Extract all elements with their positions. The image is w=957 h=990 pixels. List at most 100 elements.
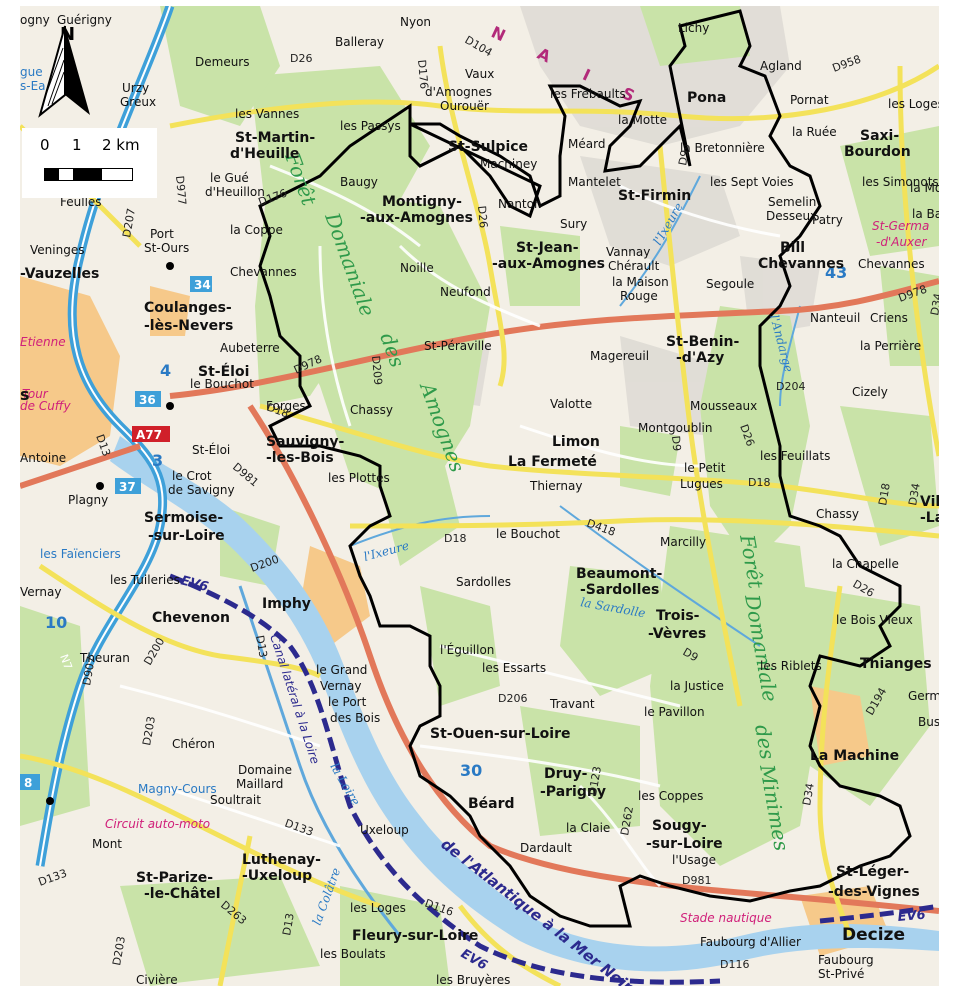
road-d116-b: D116 (720, 958, 749, 971)
place-lesfrebaults: les Frébaults (550, 87, 626, 101)
north-arrow-icon: N (30, 20, 100, 120)
road-d13-b: D13 (253, 634, 270, 658)
place-lesloges: les Loges (888, 97, 939, 111)
gue-label: gue (20, 65, 43, 79)
place-labretonniere: la Bretonnière (680, 141, 765, 155)
place-stfirmin: St-Firmin (618, 188, 691, 204)
place-mantelet: Mantelet (568, 175, 621, 189)
river-loire (110, 436, 939, 972)
place-luthenay-1: Luthenay- (242, 852, 321, 868)
place-lamotte: la Motte (618, 113, 667, 127)
cycle-route-ev6 (169, 573, 721, 985)
place-sermoise-1: Sermoise- (144, 510, 223, 526)
place-chassy: Chassy (350, 403, 393, 417)
place-montigny-2: -aux-Amognes (360, 210, 473, 226)
place-druy-1: Druy- (544, 766, 588, 782)
place-troisvevres-2: -Vèvres (648, 626, 706, 642)
place-ourouer: Ourouër (440, 99, 489, 113)
place-troisvevres-1: Trois- (656, 608, 700, 624)
place-cheron: Chéron (172, 737, 215, 751)
place-bussi: Bussi (918, 715, 939, 729)
place-mont: Mont (92, 837, 122, 851)
place-cizely: Cizely (852, 385, 888, 399)
place-veninges: Veninges (30, 243, 84, 257)
place-s-edge: s (20, 385, 30, 404)
place-dardault: Dardault (520, 841, 572, 855)
faienciers-label: les Faïenciers (40, 547, 121, 561)
place-laclaie: la Claie (566, 821, 610, 835)
scale-label-1: 1 (72, 136, 82, 154)
place-port: Port (150, 227, 174, 241)
place-laba: la Ba (912, 207, 939, 221)
exit-4-label: 4 (160, 361, 171, 380)
place-greux: Greux (120, 95, 156, 109)
place-saxi: Saxi- (860, 128, 899, 144)
place-lespassys: les Passys (340, 119, 401, 133)
place-legue-1: le Gué (210, 171, 249, 185)
place-domaine-2: Maillard (236, 777, 283, 791)
place-stparize-1: St-Parize- (136, 870, 213, 886)
place-luthenay-2: -Uxeloup (242, 868, 312, 884)
place-lusage: l'Usage (672, 853, 716, 867)
road-n7: N7 (57, 653, 74, 672)
place-stparize-2: -le-Châtel (144, 886, 221, 902)
place-faubourg-1: Faubourg (818, 953, 874, 967)
place-limon: Limon (552, 434, 600, 450)
place-lamachine: La Machine (810, 748, 899, 764)
place-lebouchot-c: le Bouchot (496, 527, 560, 541)
place-lesessarts: les Essarts (482, 661, 546, 675)
place-thiernay: Thiernay (529, 479, 582, 493)
ev6-label-1: EV6 (179, 573, 210, 595)
stgermain-label-1: St-Germa (872, 219, 929, 233)
exit-36-label: 36 (139, 393, 156, 407)
magnycours-label: Magny-Cours (138, 782, 217, 796)
place-magereuil: Magereuil (590, 349, 649, 363)
scale-bars (44, 168, 133, 181)
etienne-label: Etienne (20, 335, 66, 349)
place-theuran: Theuran (79, 651, 130, 665)
place-lesloges2: les Loges (350, 901, 406, 915)
place-feulles: Feulles (60, 195, 102, 209)
place-montgoublin: Montgoublin (638, 421, 712, 435)
study-area-boundary (258, 9, 912, 928)
road-d9-b: D9 (669, 435, 683, 452)
road-d207: D207 (120, 207, 138, 238)
place-legrand-1: le Grand (316, 663, 367, 677)
place-ogny: ogny (20, 13, 50, 27)
road-d123: D123 (586, 765, 604, 796)
circuit-label: Circuit auto-moto (105, 817, 210, 831)
place-travant: Travant (549, 697, 595, 711)
place-nyon: Nyon (400, 15, 431, 29)
a77-shield: A77 (136, 428, 162, 442)
place-nanteuil: Nanteuil (810, 311, 860, 325)
place-coulanges-1: Coulanges- (144, 300, 232, 316)
place-lamo: la Mo (910, 181, 939, 195)
place-lesfeuillats: les Feuillats (760, 449, 830, 463)
place-pornat: Pornat (790, 93, 829, 107)
place-uxeloup: Uxeloup (360, 823, 409, 837)
place-faubourg-2: St-Privé (818, 967, 864, 981)
place-laruee: la Ruée (792, 125, 837, 139)
place-balleray: Balleray (335, 35, 384, 49)
place-lesbruyeres: les Bruyères (436, 973, 510, 986)
road-d34-b: D34 (906, 482, 923, 506)
place-ville-1: Vill (920, 494, 939, 510)
place-desseux: Desseux (766, 209, 817, 223)
place-forges: Forges (266, 399, 306, 413)
map-canvas[interactable]: 34 4 36 A77 3 37 10 8 30 43 Forêt Domani… (20, 6, 939, 986)
road-d977: D977 (173, 175, 189, 205)
forest-areas (20, 6, 939, 986)
place-semelin: Semelin (768, 195, 816, 209)
place-stjean-2: -aux-Amognes (492, 256, 605, 272)
place-sermoise-2: -sur-Loire (148, 528, 225, 544)
road-d26-b: D26 (475, 205, 490, 229)
place-sury: Sury (560, 217, 587, 231)
place-stperaville: St-Péraville (424, 339, 492, 353)
place-lestuileries: les Tuileries (110, 573, 180, 587)
place-urzy: Urzy (122, 81, 149, 95)
place-stleger-1: St-Léger- (836, 864, 909, 880)
road-d18-b: D18 (748, 476, 770, 489)
place-lepetit-1: le Petit (684, 461, 726, 475)
road-d34-a: D34 (928, 292, 939, 316)
place-stmartin-1: St-Martin- (235, 130, 315, 146)
